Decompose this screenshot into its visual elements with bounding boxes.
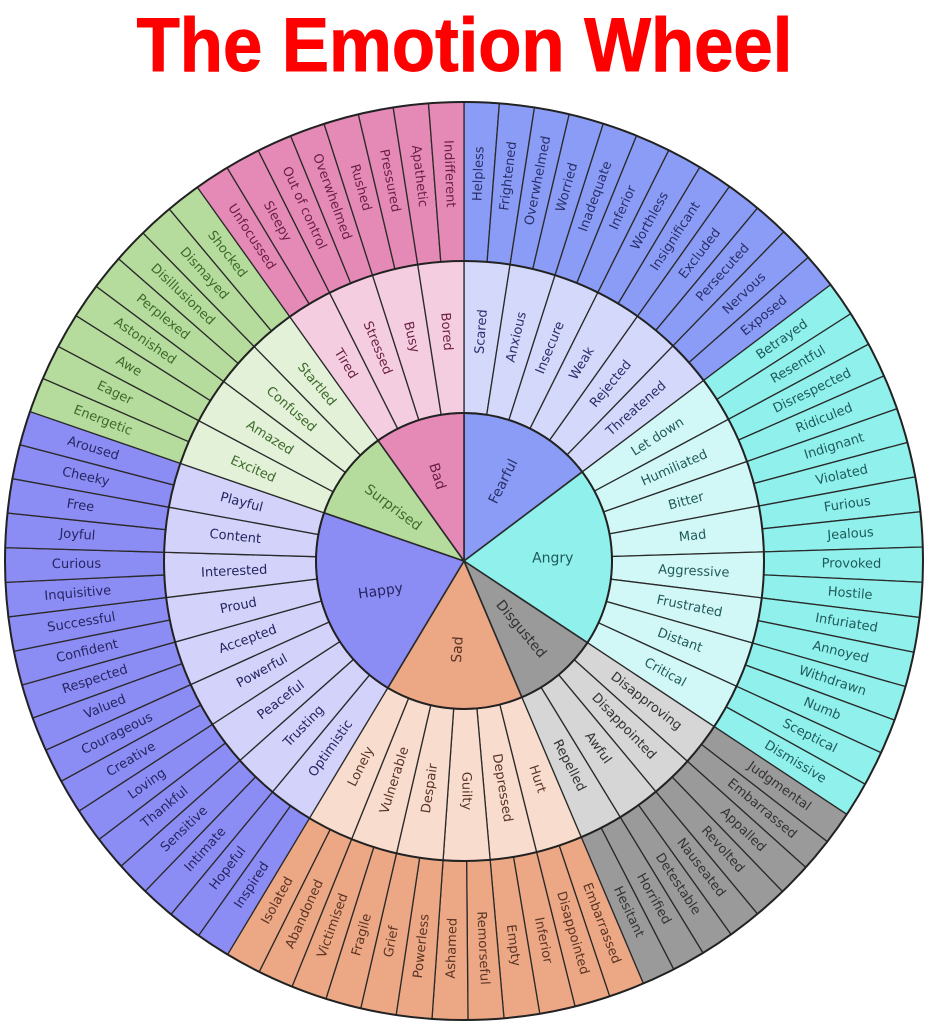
outer-emotion[interactable]: Inquisitive <box>4 574 167 618</box>
outer-label: Remorseful <box>473 911 492 985</box>
outer-label: Free <box>66 497 95 516</box>
outer-label: Empty <box>503 924 523 968</box>
outer-label: Apathetic <box>408 144 430 208</box>
middle-emotion[interactable]: Frustrated <box>605 578 763 644</box>
middle-label: Guilty <box>458 772 473 811</box>
outer-label: Indifferent <box>440 140 458 208</box>
middle-label: Busy <box>400 320 422 355</box>
outer-emotion[interactable]: Inferior <box>512 851 576 1015</box>
middle-label: Content <box>209 527 262 547</box>
core-label: Bad <box>425 461 448 492</box>
outer-emotion[interactable]: Empty <box>489 856 541 1019</box>
outer-label: Joyful <box>58 526 96 543</box>
core-label: Sad <box>449 636 467 663</box>
outer-label: Curious <box>52 557 102 572</box>
middle-emotion[interactable]: Vulnerable <box>350 697 432 855</box>
middle-label: Aggressive <box>658 563 730 581</box>
middle-label: Interested <box>201 563 268 581</box>
outer-label: Powerless <box>411 913 433 979</box>
outer-emotion[interactable]: Hostile <box>760 574 924 619</box>
ring-border <box>163 260 765 862</box>
outer-label: Helpless <box>470 146 487 202</box>
middle-label: Scared <box>473 309 491 355</box>
core-ring: FearfulAngryDisgustedSadHappySurprisedBa… <box>315 412 613 710</box>
ring-border <box>4 101 924 1021</box>
outer-label: Furious <box>823 494 872 516</box>
ring-border <box>315 412 613 710</box>
outer-emotion[interactable]: Jealous <box>761 511 924 553</box>
core-label: Happy <box>357 580 404 602</box>
outer-emotion[interactable]: Rushed <box>323 113 396 277</box>
outer-label: Ashamed <box>444 918 461 979</box>
middle-label: Despair <box>419 762 441 814</box>
outer-label: Provoked <box>822 556 882 571</box>
ring-borders <box>4 101 924 1021</box>
outer-label: Hostile <box>827 584 873 603</box>
middle-label: Bored <box>437 312 455 351</box>
middle-label: Proud <box>219 595 258 617</box>
core-label: Angry <box>532 550 573 566</box>
middle-label: Mad <box>678 527 707 545</box>
outer-label: Grief <box>381 924 402 958</box>
outer-label: Inquisitive <box>44 583 112 604</box>
page-title: The Emotion Wheel <box>136 3 793 89</box>
outer-label: Jealous <box>826 525 875 543</box>
